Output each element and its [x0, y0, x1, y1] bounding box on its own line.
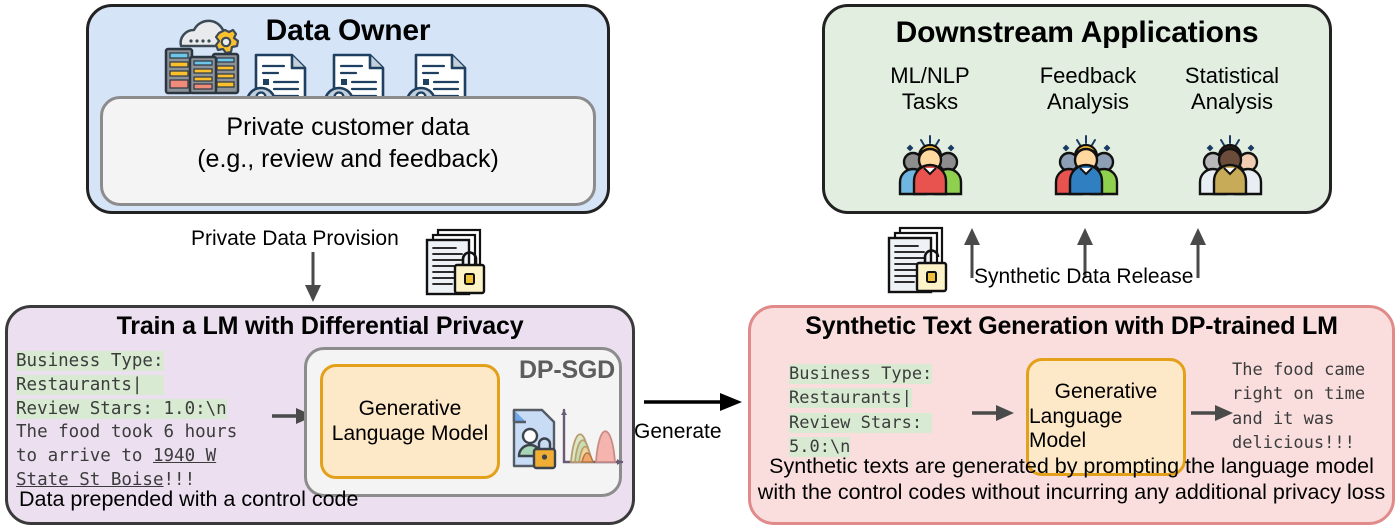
private-data-line-1: Private customer data: [226, 113, 470, 141]
app-2-line-2: Analysis: [1191, 88, 1273, 114]
gen-model-label-line-2: Language Model: [1029, 404, 1123, 453]
documents-lock-icon: [422, 228, 488, 298]
train-generative-language-model-box: Generative Language Model: [320, 364, 500, 479]
people-group-icon: [1196, 132, 1266, 196]
train-panel-title: Train a LM with Differential Privacy: [116, 312, 524, 340]
data-owner-title: Data Owner: [265, 14, 431, 47]
private-data-provision-label: Private Data Provision: [191, 227, 399, 250]
generate-panel-caption: Synthetic texts are generated by prompti…: [748, 454, 1395, 506]
app-label-feedback-analysis: Feedback Analysis: [1018, 63, 1158, 115]
people-group-icon: [1052, 132, 1122, 196]
private-document-lock-icon: [500, 406, 560, 472]
train-code-sample: Business Type: Restaurants| Review Stars…: [16, 350, 237, 493]
app-1-line-1: Feedback: [1039, 63, 1137, 88]
train-control-code: Business Type: Restaurants| Review Stars…: [16, 351, 227, 419]
private-data-line-2: (e.g., review and feedback): [197, 144, 499, 173]
train-model-label-line-2: Language Model: [331, 421, 489, 445]
downstream-title: Downstream Applications: [895, 16, 1259, 49]
dp-sgd-label: DP-SGD: [518, 356, 616, 384]
generated-output-text: The food came right on time and it was d…: [1232, 360, 1366, 454]
synthetic-release-arrow-1: [964, 228, 980, 278]
private-data-provision-arrow: [305, 252, 321, 302]
private-data-label: Private customer data (e.g., review and …: [100, 112, 596, 175]
generate-panel-title: Synthetic Text Generation with DP-traine…: [805, 312, 1338, 340]
private-data-card: [100, 96, 596, 206]
model-to-output-arrow: [1191, 405, 1233, 421]
people-group-icon: [896, 132, 966, 196]
train-panel-caption: Data prepended with a control code: [19, 487, 359, 511]
server-database-icon: [155, 14, 255, 96]
train-review-text: The food took 6 hours to arrive to 1940 …: [16, 422, 238, 490]
synthetic-release-arrow-3: [1190, 228, 1206, 278]
gen-model-label-line-1: Generative: [1054, 379, 1158, 403]
train-model-label-line-1: Generative: [358, 396, 462, 420]
app-0-line-1: ML/NLP: [890, 63, 970, 88]
synthetic-data-release-label: Synthetic Data Release: [974, 265, 1194, 288]
generate-generative-language-model-box: Generative Language Model: [1026, 358, 1186, 476]
generate-label: Generate: [634, 420, 722, 443]
app-label-statistical-analysis: Statistical Analysis: [1162, 63, 1302, 115]
app-label-ml-nlp-tasks: ML/NLP Tasks: [860, 63, 1000, 115]
prompt-to-model-arrow: [972, 405, 1014, 421]
app-1-line-2: Analysis: [1047, 88, 1129, 114]
documents-lock-icon: [884, 226, 950, 296]
app-0-line-2: Tasks: [901, 88, 959, 114]
app-2-line-1: Statistical: [1184, 63, 1280, 88]
distribution-plot-icon: [558, 404, 624, 472]
generate-prompt-code: Business Type: Restaurants| Review Stars…: [789, 364, 933, 458]
gen-caption-line-2: with the control codes without incurring…: [757, 479, 1386, 504]
generate-arrow: [644, 393, 742, 411]
gen-caption-line-1: Synthetic texts are generated by prompti…: [769, 454, 1374, 478]
synthetic-release-arrow-2: [1077, 228, 1093, 278]
